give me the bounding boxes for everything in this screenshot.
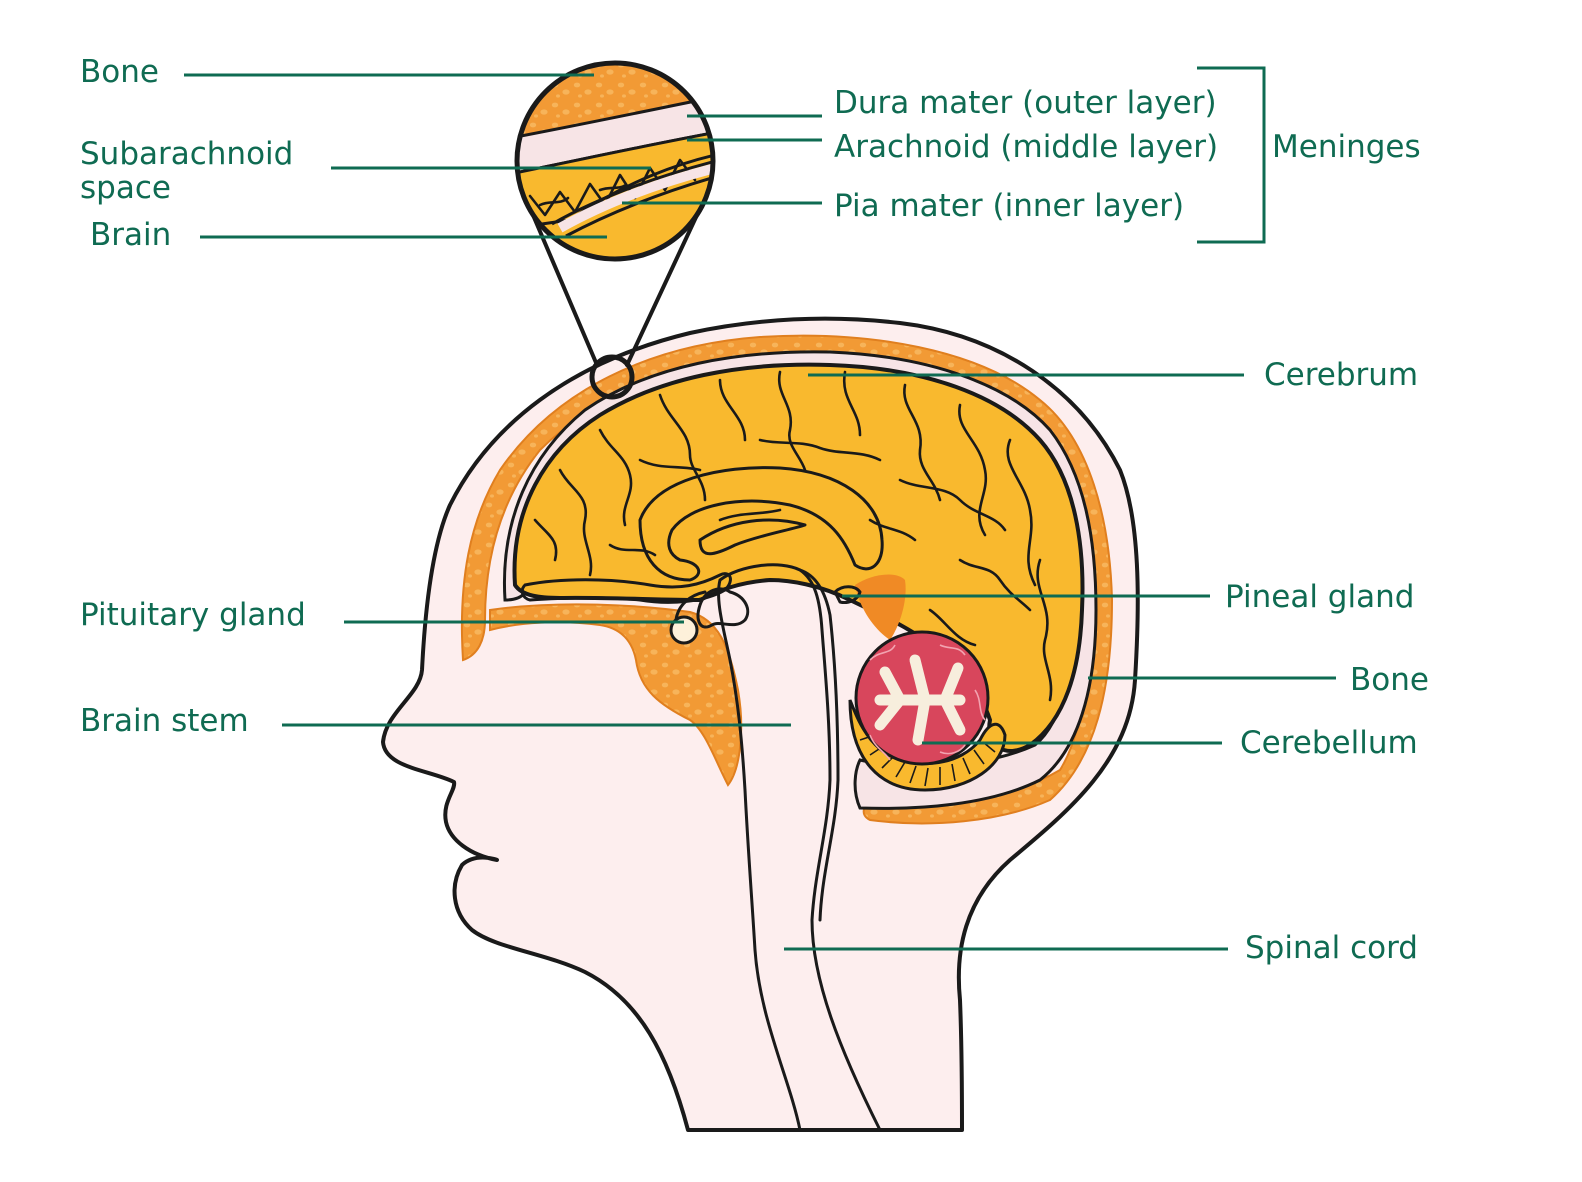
- label-pituitary: Pituitary gland: [80, 597, 306, 633]
- meninges-zoom-detail: [514, 60, 716, 262]
- cerebellum-veins: [869, 644, 986, 761]
- label-arachnoid: Arachnoid (middle layer): [834, 129, 1218, 165]
- zoom-marker-circle: [589, 354, 635, 400]
- brain-stem-edge: [798, 568, 840, 922]
- label-subarachnoid-line1: Subarachnoid: [80, 136, 293, 172]
- label-cerebellum: Cerebellum: [1240, 725, 1418, 761]
- label-spinal-cord: Spinal cord: [1245, 930, 1418, 966]
- label-cerebrum: Cerebrum: [1264, 357, 1418, 393]
- corpus-callosum: [638, 466, 884, 582]
- label-bone-top: Bone: [80, 54, 159, 90]
- pineal-region: [855, 574, 906, 640]
- meninges-bracket: [1197, 66, 1266, 244]
- label-dura: Dura mater (outer layer): [834, 85, 1217, 121]
- brain-stem-shape: [717, 563, 882, 1132]
- label-bone-right: Bone: [1350, 662, 1429, 698]
- label-pineal: Pineal gland: [1225, 579, 1414, 615]
- cerebellum-shape: [848, 630, 1007, 792]
- label-subarachnoid-line2: space: [80, 170, 171, 206]
- label-meninges: Meninges: [1272, 129, 1421, 165]
- pituitary-gland-shape: [696, 587, 750, 629]
- fornix: [698, 518, 807, 556]
- label-brain-stem: Brain stem: [80, 703, 249, 739]
- pineal-gland-shape: [833, 585, 862, 604]
- label-brain: Brain: [90, 217, 171, 253]
- arbor-vitae: [874, 654, 966, 746]
- leader-lines: [184, 73, 1336, 951]
- pituitary-stalk: [674, 590, 707, 622]
- label-pia: Pia mater (inner layer): [834, 188, 1184, 224]
- labels: Bone Subarachnoid space Brain Dura mater…: [80, 54, 1429, 966]
- head-illustration: [381, 213, 1140, 1132]
- cerebrum-folds: [533, 370, 1053, 702]
